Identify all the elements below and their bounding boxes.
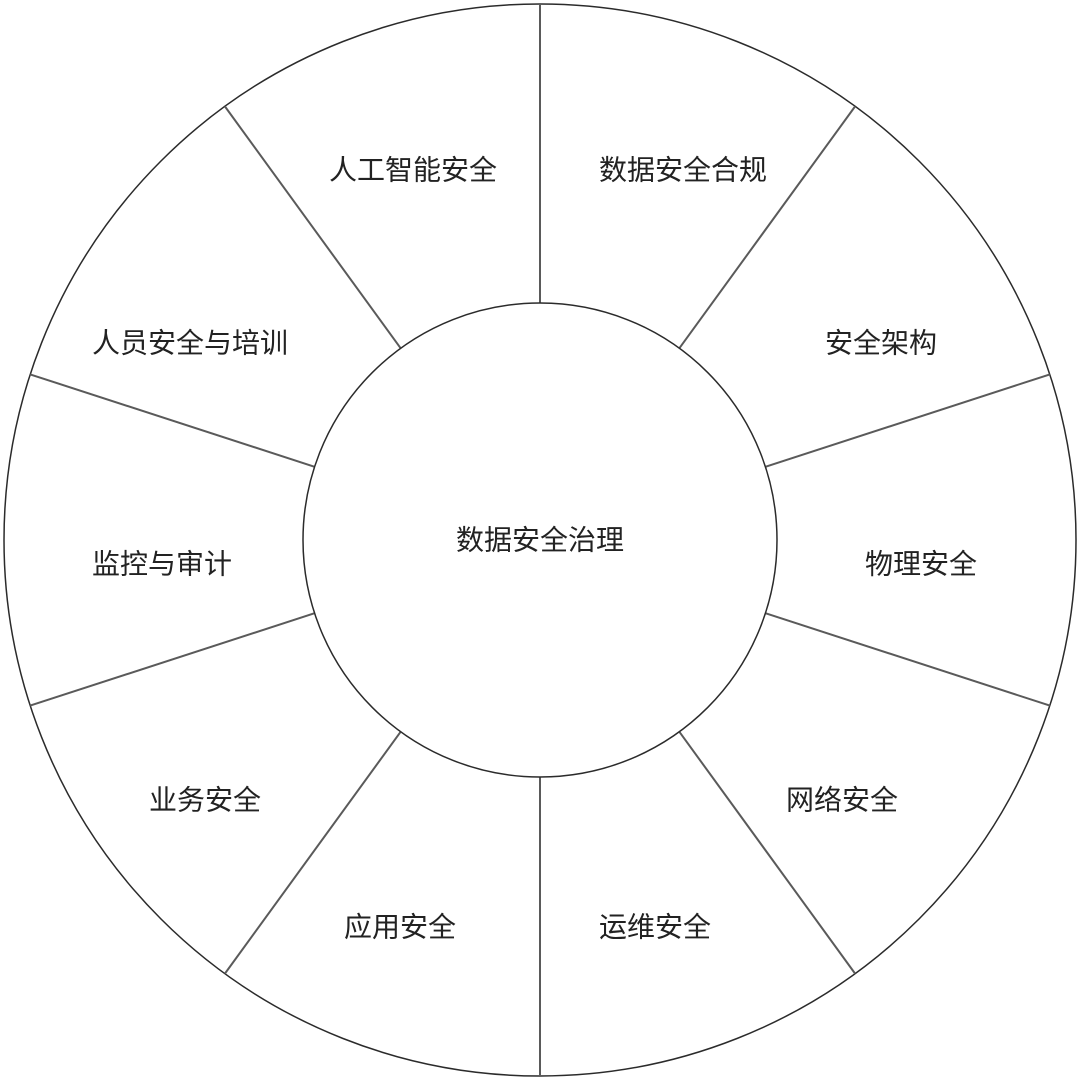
segment-divider <box>765 373 1051 468</box>
segment-divider <box>224 731 402 975</box>
segment-divider <box>224 105 402 349</box>
segment-label-security-architecture: 安全架构 <box>825 327 937 360</box>
segment-label-monitoring-audit: 监控与审计 <box>92 548 232 581</box>
segment-label-ai-security: 人工智能安全 <box>329 154 497 187</box>
segment-dividers <box>29 4 1051 1076</box>
segment-divider <box>678 731 856 975</box>
segment-divider <box>29 612 315 707</box>
segment-label-physical-security: 物理安全 <box>865 548 977 581</box>
segment-divider <box>678 105 856 349</box>
segment-label-data-compliance: 数据安全合规 <box>599 154 767 187</box>
segment-label-ops-security: 运维安全 <box>599 911 711 944</box>
center-hub <box>302 302 778 778</box>
center-label: 数据安全治理 <box>456 524 624 557</box>
segment-divider <box>765 612 1051 707</box>
segment-label-application-security: 应用安全 <box>344 911 456 944</box>
segment-label-business-security: 业务安全 <box>149 784 261 817</box>
segment-label-network-security: 网络安全 <box>786 784 898 817</box>
segment-divider <box>29 373 315 468</box>
segment-label-personnel-training: 人员安全与培训 <box>92 327 288 360</box>
